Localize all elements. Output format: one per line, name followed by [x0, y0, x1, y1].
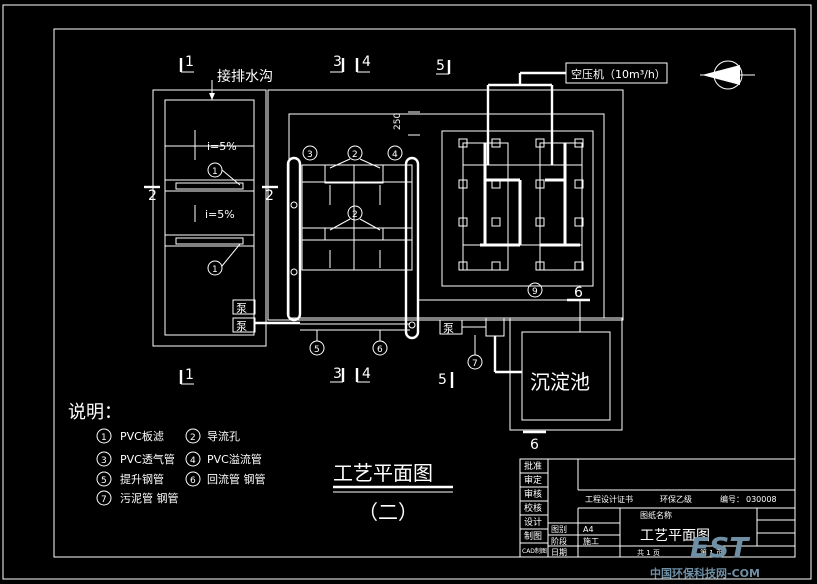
svg-text:CAD制图: CAD制图 [522, 547, 547, 555]
title-block: 批准 审定 审核 校核 设计 制图 CAD制图 工程设计证书 环保乙级 编号： … [519, 458, 796, 558]
svg-text:3: 3 [101, 456, 107, 466]
air-pipe [486, 71, 566, 165]
watermark-site: 中国环保科技网-COM [650, 566, 760, 580]
svg-text:审核: 审核 [524, 488, 542, 500]
svg-text:工程设计证书: 工程设计证书 [585, 494, 633, 504]
svg-text:A4: A4 [583, 525, 594, 534]
bottom-pipes [255, 299, 581, 374]
inner-border [53, 28, 796, 558]
svg-text:污泥管 钢管: 污泥管 钢管 [120, 491, 179, 505]
sedimentation-tank-outer [509, 317, 623, 431]
svg-text:设计: 设计 [524, 516, 542, 528]
svg-text:2: 2 [265, 188, 274, 204]
callouts: 1 1 2 2 3 4 5 6 7 9 [207, 145, 543, 370]
svg-text:4: 4 [362, 366, 371, 382]
pump-label-right: 泵 [443, 322, 454, 335]
svg-text:4: 4 [190, 456, 196, 466]
legend-title: 说明： [68, 402, 122, 423]
svg-text:2: 2 [352, 150, 358, 160]
drawing-subtitle: （二） [358, 500, 418, 524]
svg-text:6: 6 [530, 437, 539, 453]
svg-text:回流管 钢管: 回流管 钢管 [207, 472, 266, 486]
section-marks: 1 1 3 4 3 4 5 5 2 2 6 6 1 1 [144, 54, 590, 453]
svg-text:图别: 图别 [551, 525, 567, 534]
slope-label-mid: i=5% [205, 208, 235, 221]
svg-text:5: 5 [101, 476, 107, 486]
svg-text:3: 3 [333, 366, 342, 382]
svg-text:PVC溢流管: PVC溢流管 [207, 452, 262, 466]
slope-label-top: i=5% [207, 140, 237, 153]
svg-text:6: 6 [377, 345, 383, 355]
sedimentation-tank-label: 沉淀池 [530, 370, 590, 394]
svg-text:日期: 日期 [551, 548, 567, 557]
legend-item: 6 回流管 钢管 [185, 471, 266, 487]
filter-tank [152, 80, 267, 347]
svg-text:030008: 030008 [746, 495, 777, 504]
outer-border [2, 4, 812, 580]
membrane-grid [441, 130, 594, 287]
watermark-logo: EST [690, 531, 750, 564]
svg-text:环保乙级: 环保乙级 [660, 494, 692, 504]
svg-text:7: 7 [472, 359, 478, 369]
svg-text:阶段: 阶段 [551, 536, 567, 546]
svg-text:导流孔: 导流孔 [207, 429, 240, 443]
svg-text:4: 4 [362, 54, 371, 70]
svg-text:PVC板滤: PVC板滤 [120, 429, 164, 443]
svg-text:1: 1 [212, 167, 218, 177]
drain-inlet-label: 接排水沟 [217, 68, 273, 85]
air-compressor-label: 空压机（10m³/h） [571, 67, 666, 81]
svg-text:3: 3 [333, 54, 342, 70]
svg-text:提升钢管: 提升钢管 [120, 472, 164, 486]
svg-text:1: 1 [101, 433, 107, 443]
svg-text:1: 1 [212, 265, 218, 275]
svg-text:第 1 页: 第 1 页 [700, 548, 723, 557]
svg-text:6: 6 [574, 285, 583, 301]
svg-text:共 1 页: 共 1 页 [637, 548, 660, 557]
legend-item: 2 导流孔 [185, 428, 240, 444]
svg-text:1: 1 [185, 367, 194, 383]
svg-text:PVC透气管: PVC透气管 [120, 452, 175, 466]
site-watermark: EST 中国环保科技网-COM [650, 531, 760, 580]
svg-text:3: 3 [307, 150, 313, 160]
svg-text:图纸名称: 图纸名称 [640, 510, 672, 520]
svg-text:批准: 批准 [524, 460, 542, 472]
svg-text:4: 4 [392, 150, 398, 160]
north-arrow-icon [700, 60, 755, 90]
legend-item: 5 提升钢管 [96, 471, 164, 487]
sedimentation-tank-inner [521, 331, 611, 421]
svg-text:1: 1 [185, 54, 194, 70]
pump-label-bottom: 泵 [236, 320, 247, 333]
legend-item: 3 PVC透气管 [96, 451, 175, 467]
legend-item: 7 污泥管 钢管 [96, 490, 179, 506]
svg-text:5: 5 [314, 345, 320, 355]
svg-text:制图: 制图 [524, 530, 542, 542]
drawing-title: 工艺平面图 [333, 461, 433, 485]
svg-text:6: 6 [190, 476, 196, 486]
svg-text:2: 2 [352, 210, 358, 220]
svg-text:工艺平面图: 工艺平面图 [640, 528, 710, 544]
dim-250-label: 250 [393, 113, 403, 130]
svg-text:施工: 施工 [583, 536, 599, 546]
svg-text:校核: 校核 [524, 502, 542, 514]
legend-item: 4 PVC溢流管 [185, 451, 262, 467]
svg-text:5: 5 [436, 58, 445, 74]
svg-text:2: 2 [190, 433, 196, 443]
svg-text:7: 7 [101, 495, 107, 505]
legend-item: 1 PVC板滤 [96, 428, 164, 444]
legend: 说明： 1 PVC板滤 2 导流孔 3 PVC透气管 4 PVC溢流管 5 提升… [68, 402, 266, 506]
aeration-tank [286, 113, 605, 340]
svg-text:2: 2 [148, 188, 157, 204]
svg-text:审定: 审定 [524, 474, 542, 486]
svg-text:5: 5 [438, 372, 447, 388]
pump-label-top: 泵 [236, 302, 247, 315]
svg-text:编号：: 编号： [720, 494, 744, 504]
svg-text:9: 9 [532, 287, 538, 297]
